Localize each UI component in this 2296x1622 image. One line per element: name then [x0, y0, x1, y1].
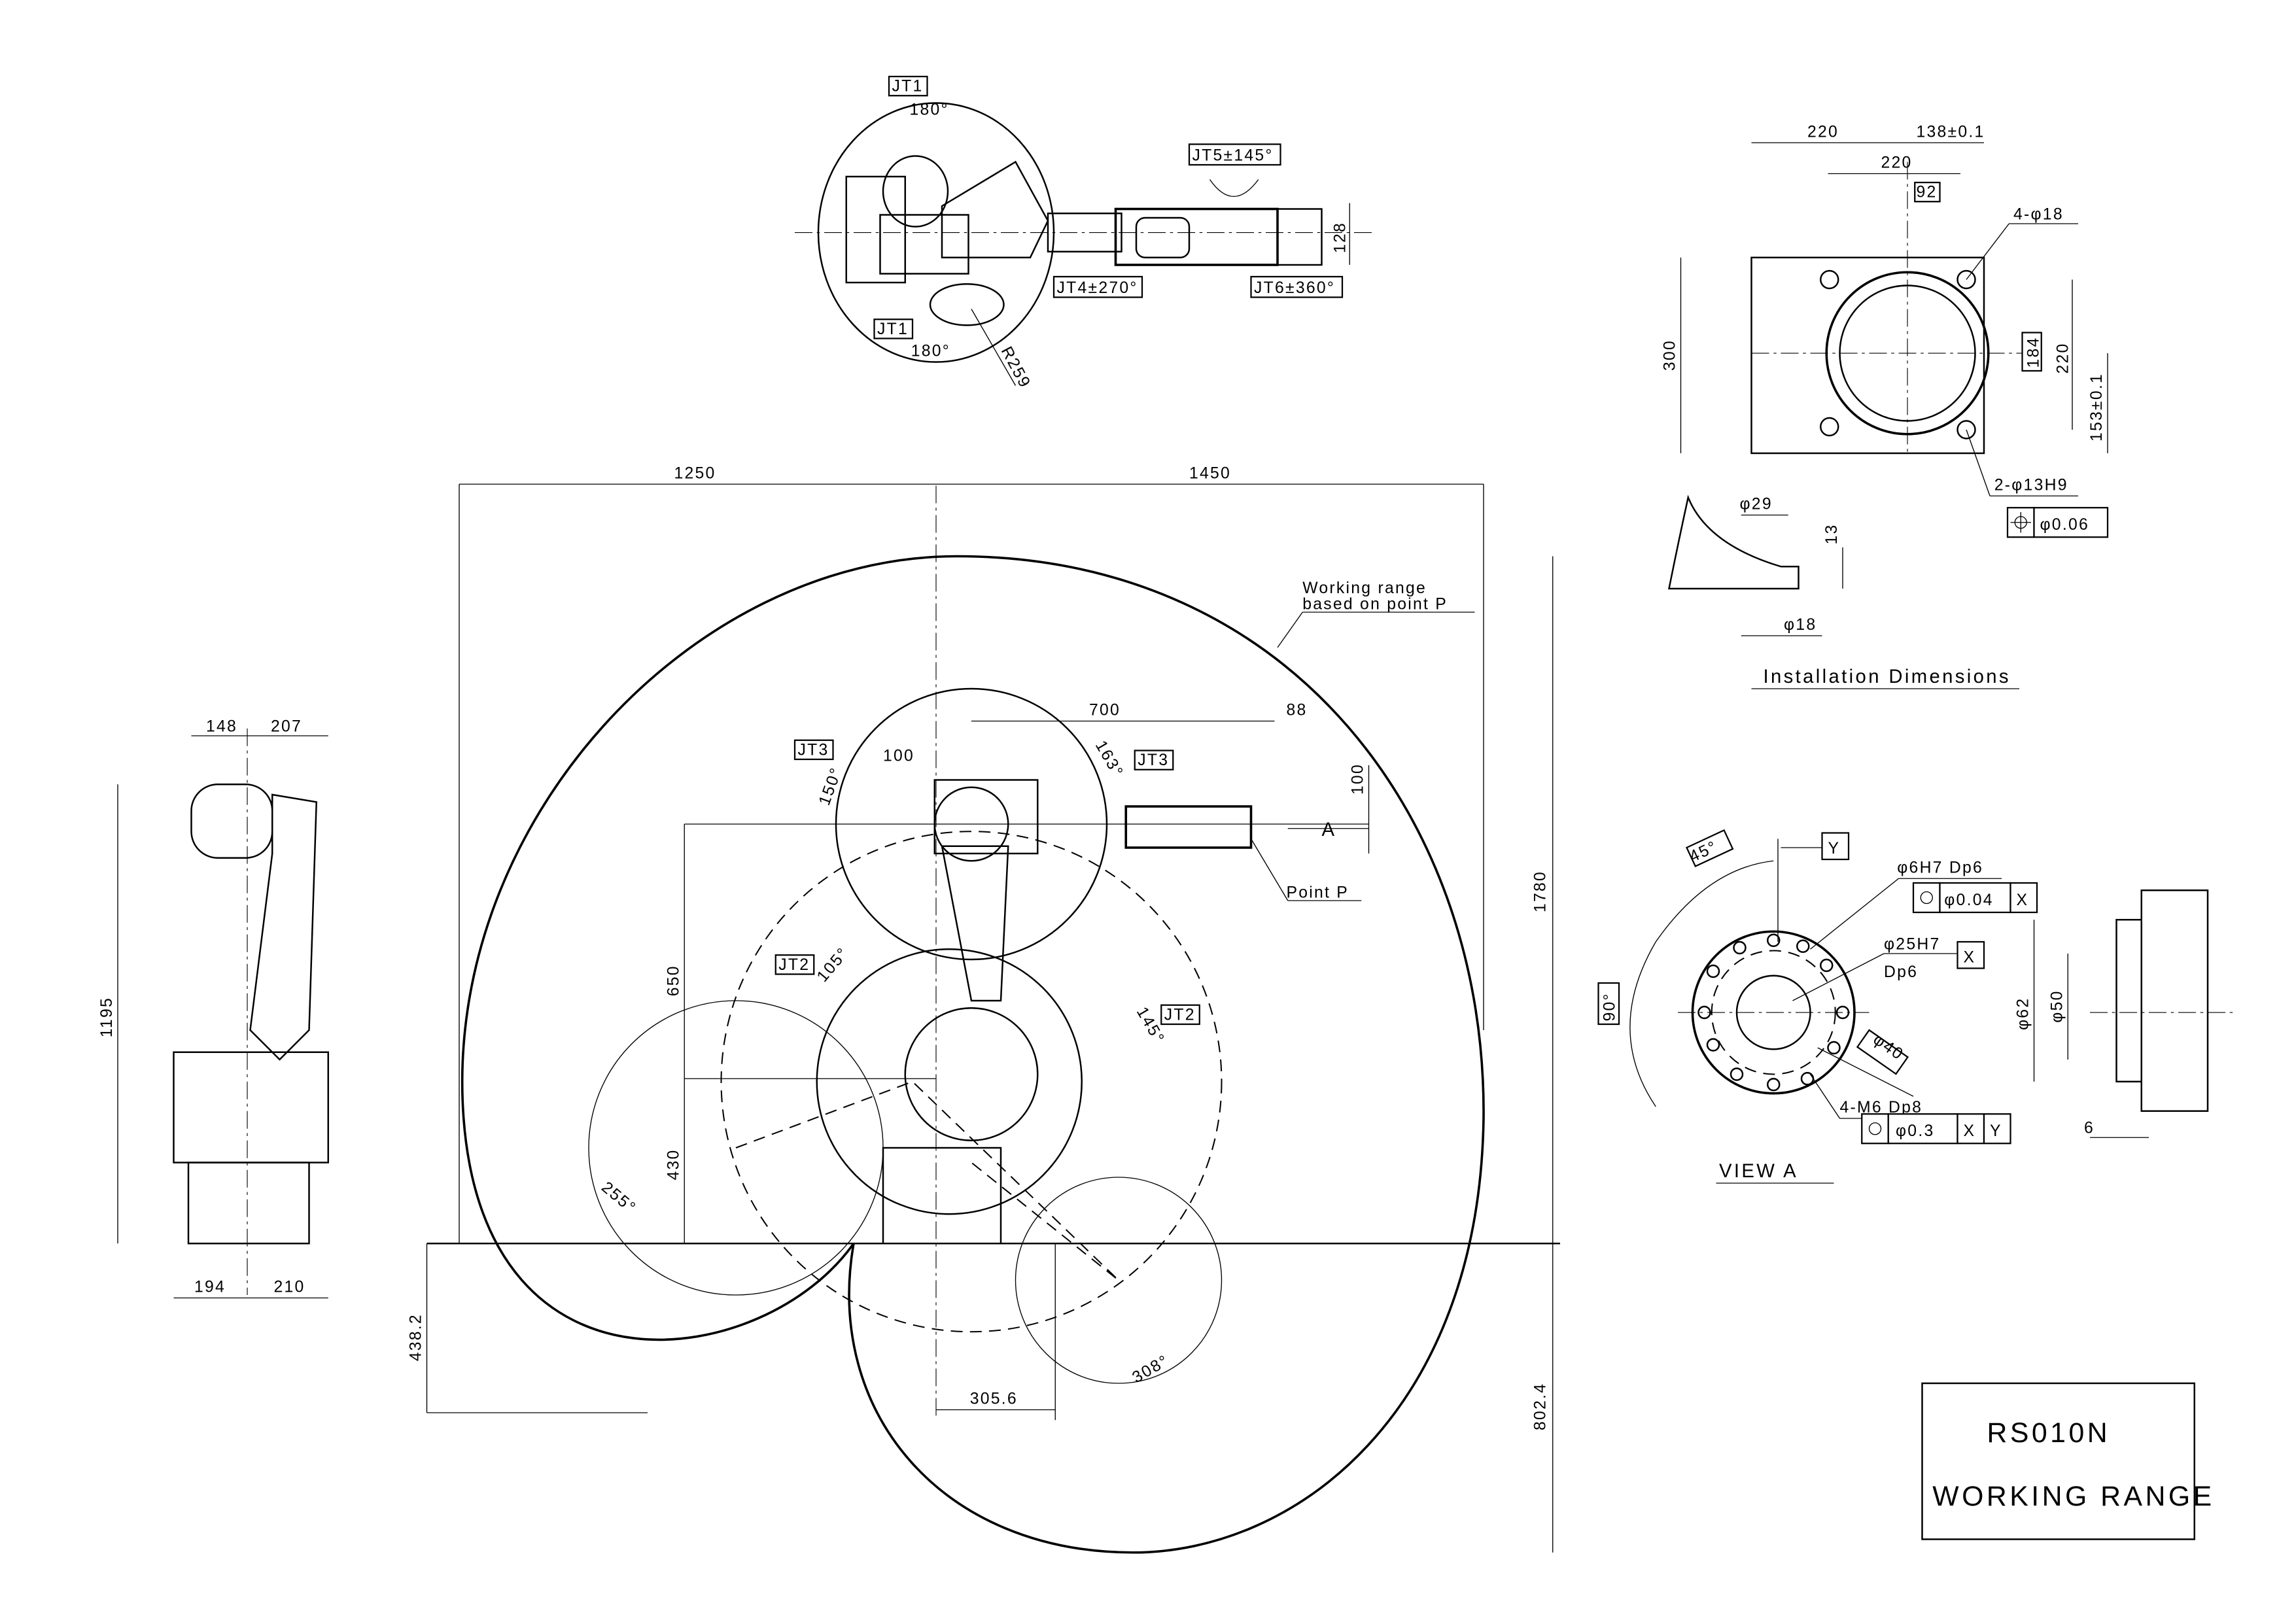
- dim-128: 128: [1332, 222, 1349, 253]
- dim-194: 194: [194, 1279, 226, 1296]
- dim-305-6: 305.6: [970, 1390, 1018, 1408]
- view-a-caption: VIEW A: [1719, 1161, 1798, 1182]
- jt5-range-label: JT5±145°: [1192, 147, 1274, 164]
- dim-100-vertical: 100: [1349, 763, 1367, 795]
- hole-25-depth: Dp6: [1884, 963, 1918, 981]
- title-block: RS010N WORKING RANGE: [1921, 1382, 2214, 1540]
- working-range-note-1: Working range: [1302, 579, 1427, 597]
- dim-700: 700: [1089, 702, 1121, 719]
- model-name: RS010N: [1987, 1417, 2111, 1449]
- jt3-right-label: JT3: [1138, 751, 1169, 769]
- dim-1250: 1250: [674, 464, 716, 482]
- datum-x: X: [1964, 949, 1976, 967]
- robot-top-outline: [845, 155, 1323, 326]
- dim-88: 88: [1287, 702, 1308, 719]
- datum-y: Y: [1828, 840, 1841, 857]
- dim-220-right: 220: [2054, 342, 2072, 373]
- dim-1450: 1450: [1189, 464, 1231, 482]
- hole-6h7: φ6H7 Dp6: [1897, 859, 1983, 876]
- view-a-marker: A: [1322, 820, 1337, 840]
- jt1-bottom-angle: 180°: [911, 343, 950, 360]
- dim-650: 650: [665, 965, 682, 996]
- dim-1195: 1195: [98, 997, 116, 1037]
- dim-1780: 1780: [1532, 871, 1550, 912]
- tol2-datum-x: X: [1964, 1122, 1976, 1140]
- side-view: 148 207 1195 194 210: [98, 717, 329, 1299]
- dim-13: 13: [1823, 523, 1841, 544]
- tol1-value: φ0.04: [1944, 891, 1993, 909]
- dim-100-horizontal: 100: [883, 747, 914, 765]
- phi-18: φ18: [1784, 616, 1817, 634]
- dim-207: 207: [271, 717, 302, 735]
- jt1-bottom-label: JT1: [877, 320, 909, 338]
- dim-153: 153±0.1: [2088, 373, 2106, 441]
- tol1-datum: X: [2017, 891, 2029, 909]
- phi-62: φ62: [2015, 997, 2032, 1030]
- jt2-right-label: JT2: [1164, 1006, 1196, 1024]
- tol2-value: φ0.3: [1896, 1122, 1934, 1140]
- dim-300: 300: [1661, 339, 1679, 371]
- point-p-label: Point P: [1287, 884, 1349, 902]
- hole-4-phi18: 4-φ18: [2013, 205, 2064, 223]
- hole-2-phi13h9: 2-φ13H9: [1994, 476, 2068, 494]
- mount-section: [1667, 494, 1800, 590]
- dim-430: 430: [665, 1148, 682, 1180]
- dim-6: 6: [2084, 1120, 2095, 1137]
- angle-90: 90°: [1601, 992, 1618, 1021]
- jt5-rotation-arrow-icon: [1209, 179, 1259, 197]
- dim-148: 148: [206, 717, 237, 735]
- tol2-datum-y: Y: [1990, 1122, 2002, 1140]
- robot-side-outline: [882, 779, 1253, 1245]
- dim-184: 184: [2025, 336, 2042, 368]
- phi-50: φ50: [2048, 990, 2066, 1022]
- working-range-note-2: based on point P: [1302, 596, 1448, 613]
- position-tolerance-icon: [1920, 891, 1933, 905]
- jt1-top-angle: 180°: [910, 101, 949, 119]
- installation-caption: Installation Dimensions: [1764, 666, 2011, 687]
- working-range-envelope: [461, 555, 1485, 1554]
- dim-92: 92: [1917, 184, 1938, 201]
- jt1-top-label: JT1: [892, 78, 924, 95]
- position-tolerance-value: φ0.06: [2040, 516, 2089, 534]
- jt2-left-label: JT2: [778, 956, 810, 974]
- hole-25h7: φ25H7: [1884, 935, 1940, 953]
- jt3-left-label: JT3: [798, 741, 829, 759]
- dim-138: 138±0.1: [1917, 123, 1985, 141]
- position-tolerance-icon: [1868, 1122, 1882, 1135]
- dim-210: 210: [274, 1279, 305, 1296]
- jt6-range-label: JT6±360°: [1254, 279, 1335, 297]
- phi-29: φ29: [1740, 496, 1773, 513]
- dim-220-top: 220: [1807, 123, 1839, 141]
- dim-802-4: 802.4: [1532, 1383, 1550, 1430]
- installation-dimensions: 220 138±0.1 220 92 4-φ18 300 184 220 153…: [1661, 123, 2109, 689]
- dim-438-2: 438.2: [408, 1313, 425, 1361]
- drawing-subtitle: WORKING RANGE: [1932, 1481, 2214, 1512]
- base-plate: [1750, 256, 1985, 455]
- jt4-range-label: JT4±270°: [1057, 279, 1138, 297]
- dim-220-inner: 220: [1881, 154, 1913, 172]
